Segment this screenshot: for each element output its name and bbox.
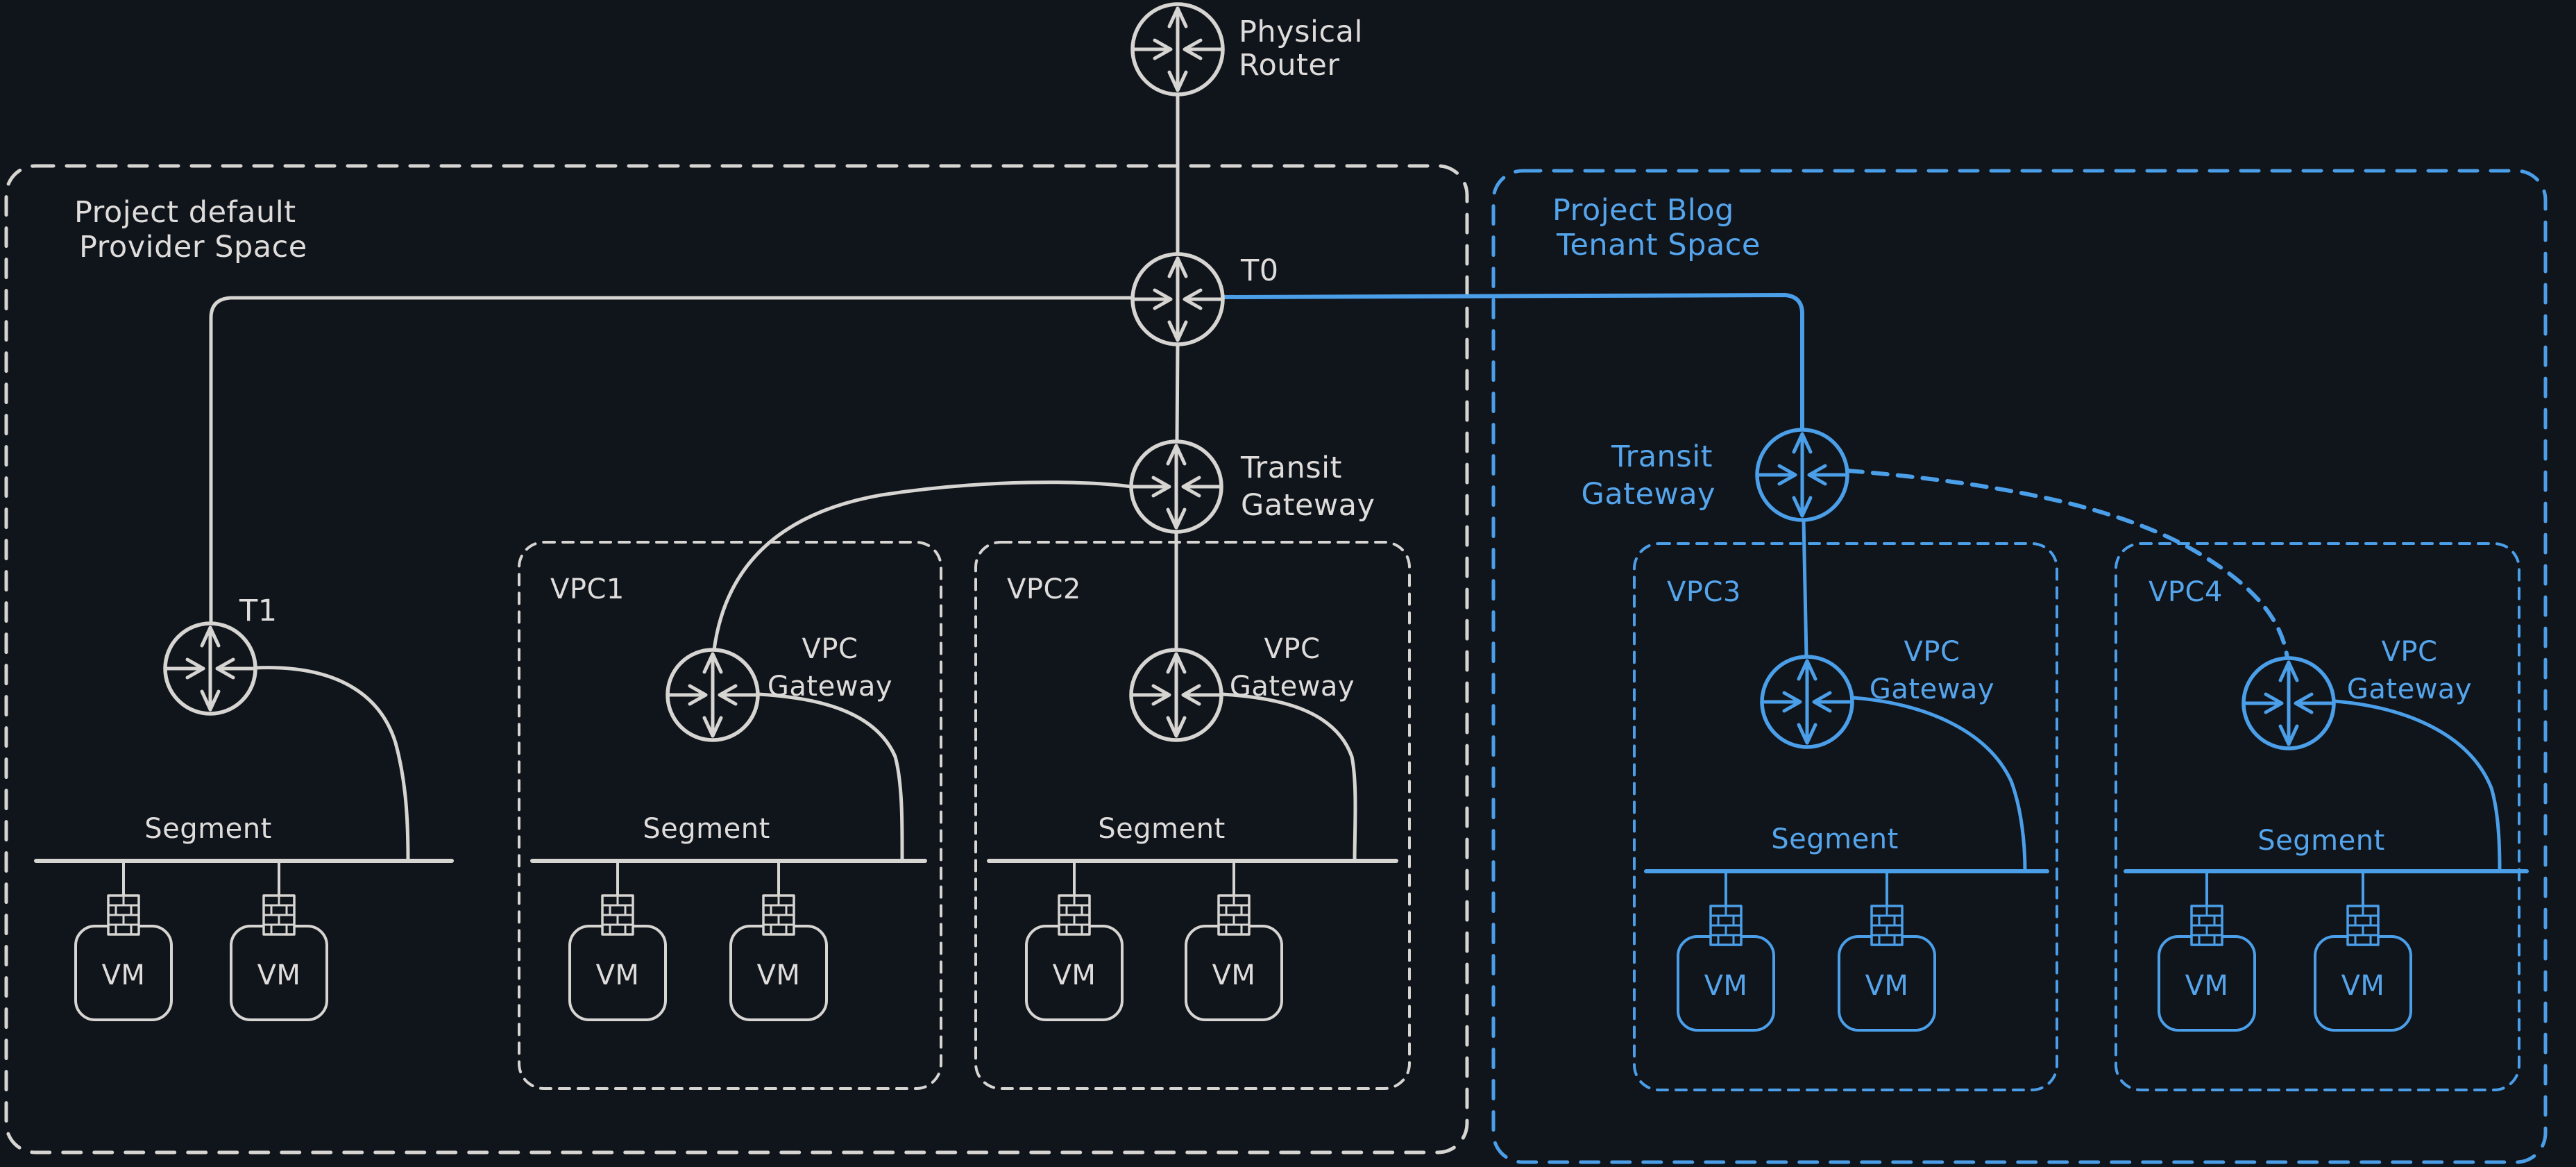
vpc3-label: VPC3 [1667,576,1741,608]
vm-node: VM [230,859,328,1021]
t1-label: T1 [239,594,278,628]
link-t1-segment [254,666,410,863]
segment-label-t1: Segment [144,813,272,845]
vpc2-gateway-label-line2: Gateway [1230,671,1355,703]
segment-label-vpc4: Segment [2257,825,2385,857]
firewall-icon [107,894,140,936]
vm-label: VM [757,959,801,991]
vpc3-gateway-label-line1: VPC [1904,636,1960,668]
vpc1-gateway-node: VPC Gateway [668,633,892,740]
link-vpc1-gateway-segment [756,692,904,863]
vm-label: VM [257,959,301,991]
router-icon [1757,430,1847,520]
router-icon [1133,254,1223,344]
vpc2-label: VPC2 [1007,573,1081,605]
provider-transit-gateway-label-line1: Transit [1240,451,1342,485]
router-icon [1131,650,1221,740]
provider-transit-gateway-node: Transit Gateway [1131,442,1375,532]
vm-label: VM [2341,970,2385,1002]
vpc3-gateway-label-line2: Gateway [1870,673,1994,705]
t0-node: T0 [1133,253,1279,344]
tenant-transit-gateway-node: Transit Gateway [1582,430,1847,520]
t0-label: T0 [1240,253,1279,288]
physical-router-label-line2: Router [1239,48,1340,83]
vpc4-gateway-label-line1: VPC [2382,636,2438,668]
vm-node: VM [2158,870,2256,1032]
physical-router-label-line1: Physical [1239,15,1363,49]
firewall-icon [2190,905,2223,946]
segment-label-vpc3: Segment [1771,823,1899,855]
tenant-transit-gateway-label-line2: Gateway [1582,477,1715,512]
segment-label-vpc2: Segment [1098,813,1226,845]
vm-node: VM [1025,859,1124,1021]
vpc2-gateway-node: VPC Gateway [1131,633,1355,740]
physical-router-node: Physical Router [1133,4,1363,94]
link-t0-transit-gateway [1175,342,1180,444]
provider-transit-gateway-label-line2: Gateway [1241,488,1375,523]
link-transit-gateway-vpc1-gateway [712,480,1133,652]
vm-label: VM [1704,970,1748,1002]
tenant-space-title-line2: Tenant Space [1556,228,1761,262]
router-icon [1133,4,1223,94]
router-icon [2244,658,2334,748]
tenant-space-box [1491,169,2548,1164]
firewall-icon [762,894,795,936]
vpc4-box [2115,542,2520,1091]
firewall-icon [1709,905,1743,946]
vpc4-label: VPC4 [2149,576,2223,608]
vpc2-box [974,541,1411,1090]
vm-node: VM [2314,870,2412,1032]
vm-label: VM [1212,959,1256,991]
firewall-icon [1870,905,1904,946]
vpc3-gateway-node: VPC Gateway [1762,636,1994,747]
provider-space-box [4,164,1469,1155]
provider-space-title-line2: Provider Space [79,230,307,265]
vpc4-gateway-node: VPC Gateway [2244,636,2472,748]
link-t0-tenant-transit-gateway [1221,293,1804,432]
vm-label: VM [1053,959,1096,991]
vpc1-label: VPC1 [550,573,625,605]
tenant-transit-gateway-label-line1: Transit [1611,439,1713,474]
vpc3-box [1633,542,2058,1091]
vm-label: VM [596,959,640,991]
firewall-icon [1217,894,1251,936]
firewall-icon [601,894,634,936]
vm-node: VM [74,859,173,1021]
router-icon [1762,657,1852,747]
vm-node: VM [1838,870,1936,1032]
t1-node: T1 [165,594,278,714]
link-tenant-transit-gateway-vpc4-gateway [1846,469,2289,660]
firewall-icon [1058,894,1091,936]
vpc1-gateway-label-line2: Gateway [768,671,892,703]
vpc4-gateway-label-line2: Gateway [2347,673,2472,705]
link-vpc4-gateway-segment [2332,699,2502,873]
link-t0-t1 [209,296,1135,625]
provider-space-title-line1: Project default [74,195,296,230]
vm-node: VM [1677,870,1775,1032]
tenant-space-title-line1: Project Blog [1552,193,1734,228]
link-vpc3-gateway-segment [1851,696,2027,873]
vm-label: VM [1865,970,1909,1002]
vpc1-box [518,541,942,1090]
vpc1-gateway-label-line1: VPC [802,633,858,665]
firewall-icon [2346,905,2380,946]
firewall-icon [262,894,296,936]
vm-node: VM [729,859,828,1021]
segment-label-vpc1: Segment [643,813,770,845]
vm-label: VM [102,959,146,991]
vm-label: VM [2185,970,2229,1002]
vpc2-gateway-label-line1: VPC [1264,633,1321,665]
vm-node: VM [568,859,667,1021]
link-tenant-transit-gateway-vpc3-gateway [1802,518,1808,659]
router-icon [1131,442,1221,532]
link-vpc2-gateway-segment [1220,692,1357,863]
router-icon [668,650,758,740]
router-icon [165,623,255,714]
vm-node: VM [1185,859,1283,1021]
